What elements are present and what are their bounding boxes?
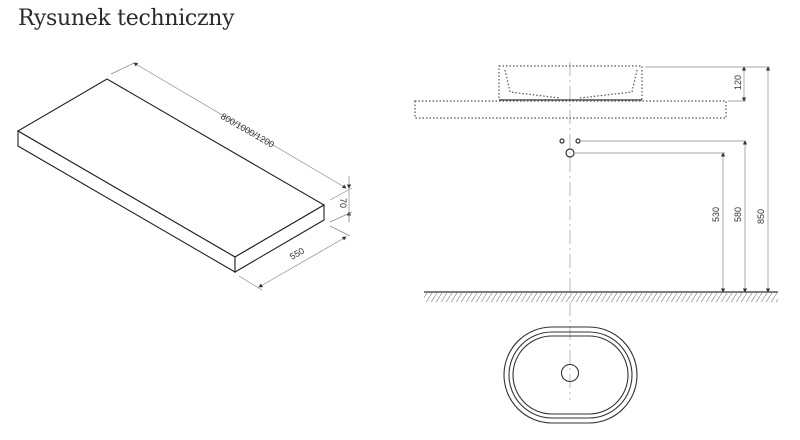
dimension-depth bbox=[238, 225, 351, 291]
drain-icon bbox=[560, 363, 580, 383]
dimension-basin-height bbox=[645, 66, 770, 102]
dimension-tap-height-label: 580 bbox=[733, 207, 743, 222]
dimension-height bbox=[329, 176, 353, 223]
isometric-countertop bbox=[16, 78, 326, 273]
dimension-length bbox=[110, 62, 347, 189]
page-title: Rysunek techniczny bbox=[18, 6, 235, 31]
elevation-view bbox=[414, 62, 778, 400]
dimension-basin-height-label: 120 bbox=[733, 75, 743, 90]
dimension-depth-label: 550 bbox=[288, 246, 306, 262]
dimension-total-height-label: 850 bbox=[756, 209, 766, 224]
dimension-waste-height bbox=[575, 152, 726, 293]
dimension-length-label: 800/1000/1200 bbox=[219, 111, 276, 150]
dimension-tap-height bbox=[581, 140, 748, 293]
top-view-basin bbox=[503, 326, 638, 424]
dimension-waste-height-label: 530 bbox=[711, 207, 721, 222]
dimension-height-label: 70 bbox=[338, 198, 348, 208]
